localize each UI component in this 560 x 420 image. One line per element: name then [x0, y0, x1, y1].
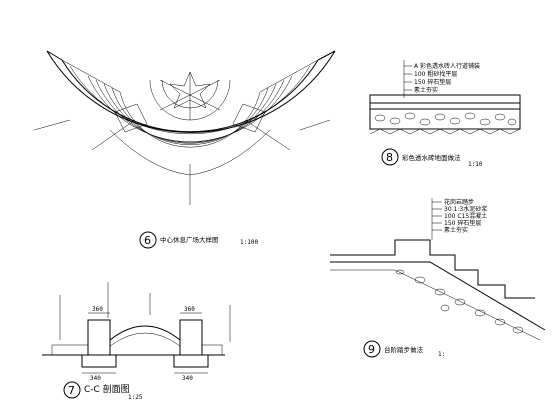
stair-profile — [330, 239, 535, 299]
detail9-layer-5: 素土夯实 — [444, 226, 468, 234]
dim-left-top: 360 — [92, 306, 103, 313]
detail8-caption: 8 彩色透水砖地面做法 1:10 — [381, 148, 483, 168]
detail8-layer-4: 素土夯实 — [414, 86, 438, 94]
detail8-layer-3: 150 碎石垫层 — [414, 78, 451, 86]
plan6-caption: 6 中心休息广场大样图 1:100 — [139, 231, 258, 249]
plaza-ring-arc — [61, 59, 319, 133]
detail8-scale: 1:10 — [468, 161, 483, 168]
plan6-scale: 1:100 — [240, 239, 258, 246]
right-wall — [179, 319, 203, 356]
right-footing — [173, 354, 209, 368]
detail9-layer-4: 150 碎石垫层 — [444, 219, 481, 227]
plaza-radial — [259, 59, 319, 93]
stair-gravel-line — [330, 269, 541, 341]
detail9-layer-1: 花岗岩踏步 — [444, 198, 474, 206]
dim-right-bottom: 340 — [182, 375, 193, 382]
stair-base-line — [330, 261, 546, 331]
detail8-section: A 彩色透水砖人行道铺装 100 粗砂找平层 150 碎石垫层 素土夯实 — [369, 60, 521, 135]
detail9-layer-3: 100 C15混凝土 — [444, 212, 487, 220]
soil-hatch — [369, 128, 521, 135]
plaza-step-arc-3 — [103, 83, 277, 144]
detail9-caption: 9 台阶踏步做法 1: — [363, 340, 445, 358]
detail9-number: 9 — [368, 343, 375, 356]
mound-curve-inner — [109, 332, 181, 347]
plaza-radial — [61, 59, 121, 93]
leader-line — [299, 119, 331, 131]
section7-number: 7 — [68, 384, 75, 397]
plaza-left-edge — [46, 50, 63, 61]
plan6-number-circle — [139, 231, 157, 249]
detail8-title: 彩色透水砖地面做法 — [402, 153, 461, 162]
section7-number-circle — [63, 381, 81, 399]
left-footing — [81, 354, 117, 368]
detail9-section: 花岗岩踏步 30 1:3水泥砂浆 100 C15混凝土 150 碎石垫层 素土夯… — [330, 198, 546, 341]
plaza-step-arc-2 — [95, 79, 285, 143]
plaza-outer-arc — [46, 50, 336, 133]
detail8-number: 8 — [386, 151, 393, 164]
plaza-radial — [244, 119, 291, 151]
plaza-ring-arc-2 — [69, 65, 311, 135]
star-medallion — [149, 71, 231, 121]
detail9-title: 台阶踏步做法 — [384, 345, 424, 354]
paving-top-layer — [369, 94, 521, 104]
plaza-step-arc-4 — [111, 87, 269, 145]
plaza-step-arc-1 — [87, 75, 293, 142]
sand-layer — [369, 102, 521, 110]
plaza-radial — [91, 119, 136, 151]
plaza-step-line — [189, 129, 271, 176]
section7-drawing: 360 360 340 340 — [42, 282, 231, 382]
detail8-layer-1: A 彩色透水砖人行道铺装 — [414, 62, 480, 70]
detail9-scale: 1: — [438, 351, 445, 358]
detail9-layer-2: 30 1:3水泥砂浆 — [444, 205, 487, 213]
plaza-planter — [232, 103, 266, 133]
plaza-plan — [33, 50, 336, 205]
left-wall — [87, 319, 111, 356]
plaza-right-edge — [317, 50, 336, 61]
right-paving — [201, 344, 223, 356]
leader-line — [33, 119, 71, 131]
mound-curve — [109, 325, 181, 341]
gravel-layer — [369, 108, 521, 130]
dim-left-bottom: 340 — [90, 375, 101, 382]
detail8-number-circle — [381, 148, 399, 166]
detail8-layer-2: 100 粗砂找平层 — [414, 70, 457, 78]
section7-title: C-C 剖面图 — [84, 383, 130, 395]
plan6-number: 6 — [144, 234, 151, 247]
section7-caption: 7 C-C 剖面图 1:25 — [63, 381, 143, 401]
detail9-number-circle — [363, 340, 381, 358]
plan6-title: 中心休息广场大样图 — [160, 235, 219, 244]
section7-scale: 1:25 — [128, 394, 143, 401]
plaza-planter — [114, 103, 148, 133]
dim-right-top: 360 — [184, 306, 195, 313]
left-paving — [51, 344, 89, 356]
plaza-step-arc-5 — [119, 91, 261, 148]
plaza-step-line — [109, 129, 191, 176]
